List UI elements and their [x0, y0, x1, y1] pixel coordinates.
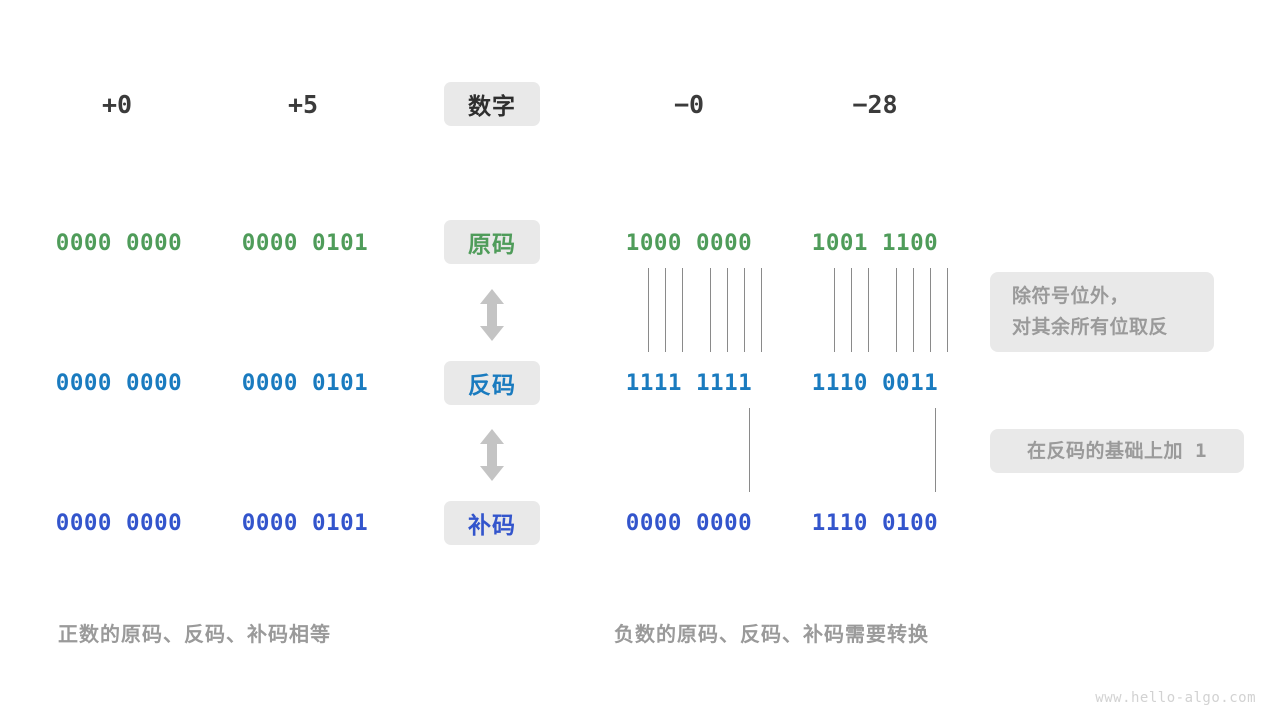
- connector-line: [710, 268, 712, 352]
- ones-complement-pos-zero: 0000 0000: [55, 370, 183, 396]
- caption-negative: 负数的原码、反码、补码需要转换: [614, 624, 929, 646]
- callout-add-one: 在反码的基础上加 1: [990, 429, 1244, 473]
- twos-complement-neg-zero: 0000 0000: [625, 510, 753, 536]
- twos-complement-pos-five: 0000 0101: [241, 510, 369, 536]
- callout-add-one-text: 在反码的基础上加: [1027, 440, 1184, 462]
- header-neg-28: −28: [852, 89, 898, 119]
- ones-complement-neg-zero: 1111 1111: [625, 370, 753, 396]
- row-label-number: 数字: [444, 82, 540, 126]
- row-label-twos-complement: 补码: [444, 501, 540, 545]
- connector-line: [761, 268, 763, 352]
- connector-line: [744, 268, 746, 352]
- callout-invert-bits: 除符号位外， 对其余所有位取反: [990, 272, 1214, 352]
- sign-magnitude-pos-zero: 0000 0000: [55, 230, 183, 256]
- double-arrow-vertical-icon: [477, 288, 507, 347]
- connector-line: [665, 268, 667, 352]
- sign-magnitude-pos-five: 0000 0101: [241, 230, 369, 256]
- connector-line: [682, 268, 684, 352]
- connector-line: [834, 268, 836, 352]
- connector-line: [896, 268, 898, 352]
- twos-complement-pos-zero: 0000 0000: [55, 510, 183, 536]
- header-neg-zero: −0: [673, 89, 705, 119]
- row-label-sign-magnitude: 原码: [444, 220, 540, 264]
- watermark: www.hello-algo.com: [1095, 690, 1256, 706]
- connector-line: [930, 268, 932, 352]
- double-arrow-vertical-icon: [477, 428, 507, 487]
- callout-invert-line1: 除符号位外，: [1012, 286, 1130, 307]
- connector-line: [749, 408, 751, 492]
- connector-line: [947, 268, 949, 352]
- sign-magnitude-neg-zero: 1000 0000: [625, 230, 753, 256]
- connector-line: [913, 268, 915, 352]
- row-label-ones-complement: 反码: [444, 361, 540, 405]
- callout-add-one-value: 1: [1195, 439, 1207, 462]
- callout-invert-line2: 对其余所有位取反: [1012, 317, 1169, 338]
- header-pos-five: +5: [287, 89, 319, 119]
- twos-complement-neg-28: 1110 0100: [811, 510, 939, 536]
- connector-line: [851, 268, 853, 352]
- caption-positive: 正数的原码、反码、补码相等: [58, 624, 331, 646]
- connector-line: [727, 268, 729, 352]
- ones-complement-neg-28: 1110 0011: [811, 370, 939, 396]
- ones-complement-pos-five: 0000 0101: [241, 370, 369, 396]
- sign-magnitude-neg-28: 1001 1100: [811, 230, 939, 256]
- connector-line: [935, 408, 937, 492]
- header-pos-zero: +0: [101, 89, 133, 119]
- connector-line: [868, 268, 870, 352]
- connector-line: [648, 268, 650, 352]
